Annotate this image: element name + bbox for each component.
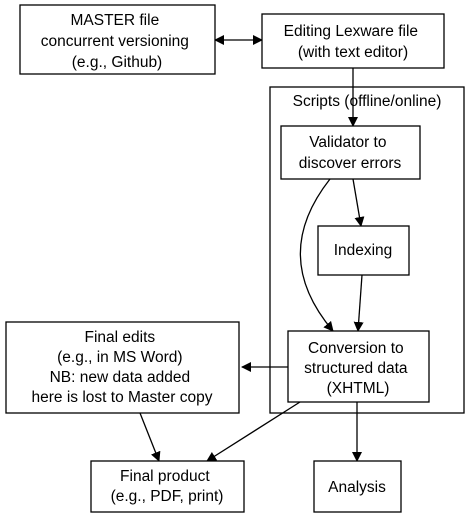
svg-text:Indexing: Indexing: [334, 242, 393, 259]
node-analysis: Analysis: [313, 460, 402, 513]
final-product-line-1: Final product: [120, 468, 210, 485]
scripts-group: Scripts (offline/online): [269, 86, 465, 414]
scripts-container: [269, 86, 465, 414]
master-line-2: concurrent versioning: [41, 33, 189, 50]
scripts-label: Scripts (offline/online): [293, 93, 442, 110]
node-editing-lexware: Editing Lexware file (with text editor): [261, 13, 445, 69]
edge-conversion-final-product: [206, 401, 301, 462]
final-product-line-2: (e.g., PDF, print): [111, 488, 224, 505]
node-master-file: MASTER file concurrent versioning (e.g.,…: [19, 4, 216, 75]
master-line-3: (e.g., Github): [72, 54, 162, 71]
svg-text:Final edits (e.g., in MS: Final edits (e.g., in MS Word) NB: new d…: [32, 329, 213, 406]
editing-line-2: (with text editor): [298, 44, 408, 61]
svg-text:Editing Lexware file (wi: Editing Lexware file (with text editor): [284, 23, 423, 61]
final-edits-line-4: here is lost to Master copy: [32, 389, 213, 406]
edge-validator-indexing: [352, 178, 365, 227]
svg-text:Analysis: Analysis: [328, 479, 386, 496]
validator-line-1: Validator to: [309, 134, 386, 151]
edge-indexing-conversion: [353, 274, 364, 332]
svg-text:Final product (e.g., PDF: Final product (e.g., PDF, print): [111, 468, 224, 505]
edge-final-edits-final-product: [139, 412, 161, 462]
conversion-line-3: (XHTML): [327, 380, 390, 397]
svg-text:MASTER file concurrent v: MASTER file concurrent versioning (e.g.,…: [41, 12, 194, 71]
final-edits-line-1: Final edits: [85, 329, 156, 346]
node-validator: Validator to discover errors: [280, 125, 421, 180]
edge-validator-conversion: [299, 178, 334, 332]
svg-text:Validator to discover er: Validator to discover errors: [299, 134, 402, 172]
node-indexing: Indexing: [317, 225, 410, 276]
validator-line-2: discover errors: [299, 155, 402, 172]
analysis-line-1: Analysis: [328, 479, 386, 496]
node-final-edits: Final edits (e.g., in MS Word) NB: new d…: [5, 321, 240, 414]
edges: [139, 35, 365, 462]
final-edits-line-2: (e.g., in MS Word): [57, 349, 182, 366]
editing-line-1: Editing Lexware file: [284, 23, 418, 40]
node-conversion: Conversion to structured data (XHTML): [287, 330, 430, 403]
master-line-1: MASTER file: [70, 12, 159, 29]
svg-text:Conversion to structured: Conversion to structured data (XHTML): [304, 340, 412, 397]
indexing-line-1: Indexing: [334, 242, 393, 259]
node-final-product: Final product (e.g., PDF, print): [90, 460, 245, 513]
conversion-line-1: Conversion to: [308, 340, 404, 357]
final-edits-line-3: NB: new data added: [50, 369, 190, 386]
conversion-line-2: structured data: [304, 360, 408, 377]
